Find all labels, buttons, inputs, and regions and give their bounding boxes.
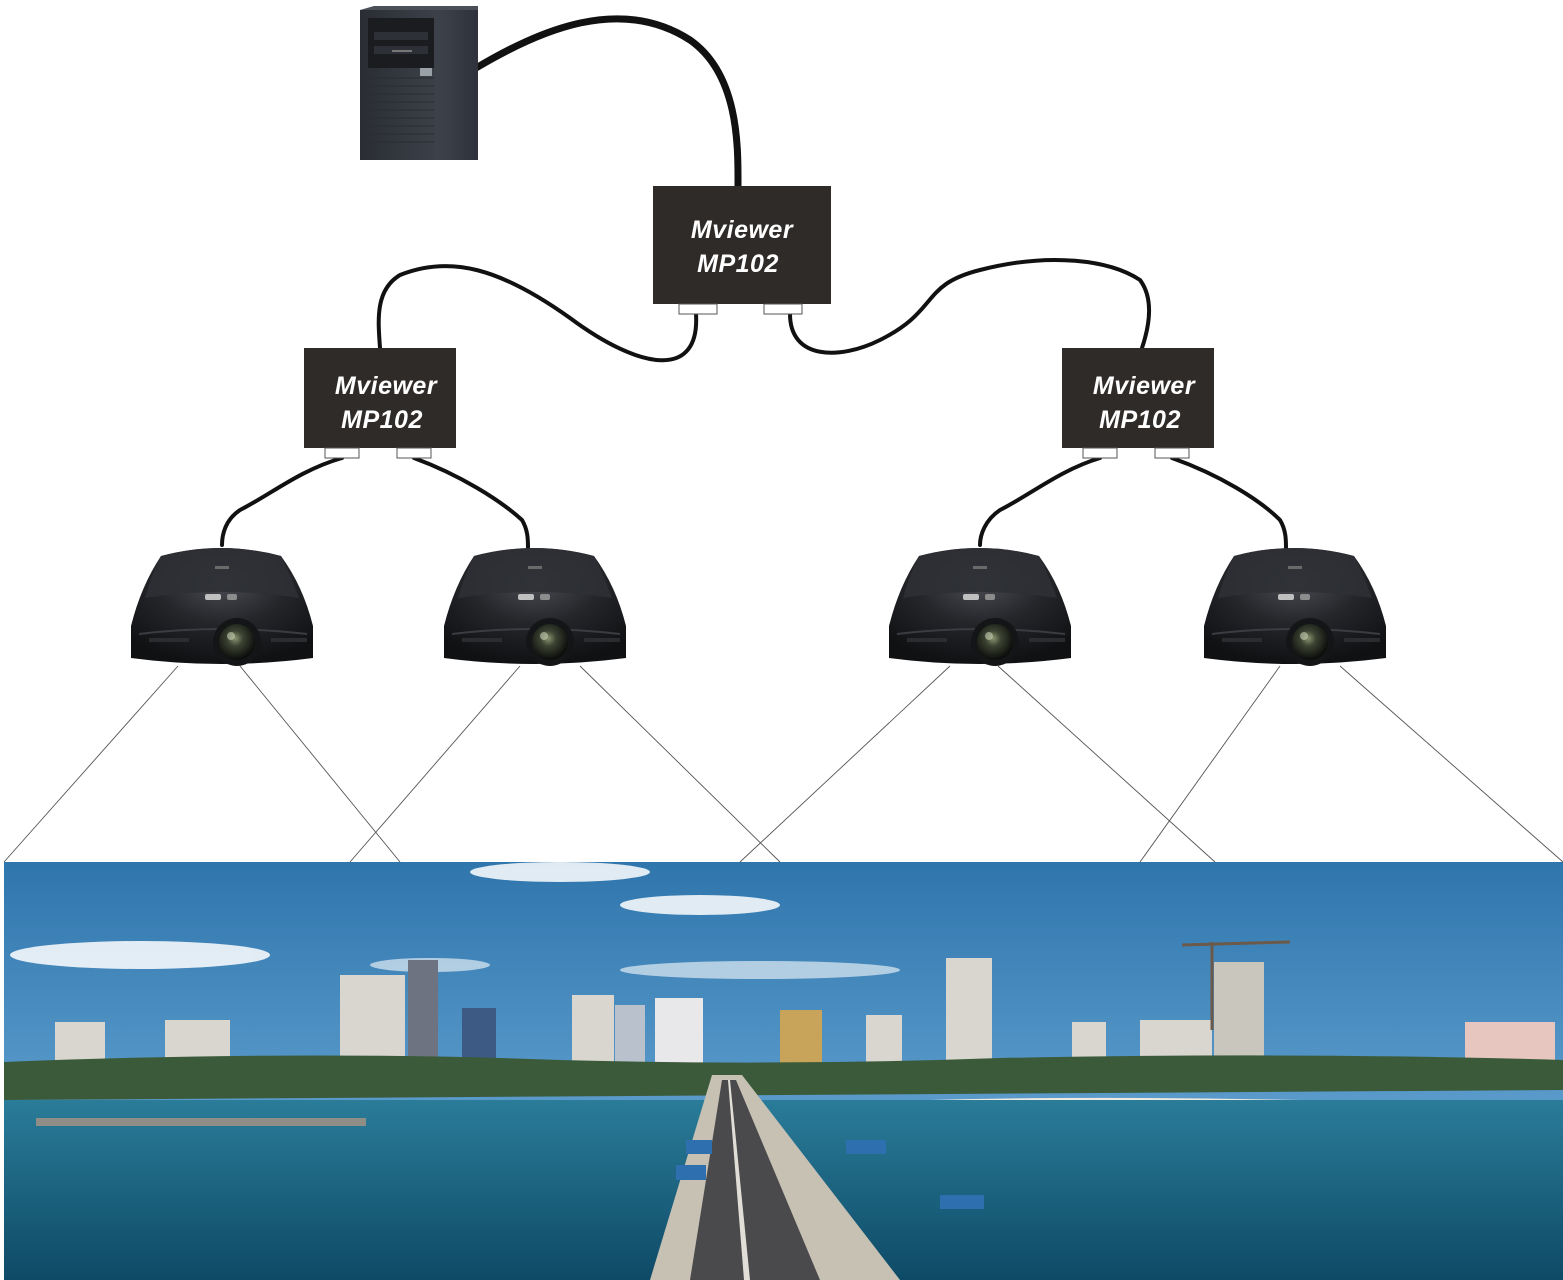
panorama-screen-image [4,862,1563,1280]
cables [220,15,1288,550]
cable-pc-to-top-splitter [472,15,742,190]
cable-left-splitter-to-projector-1 [220,456,344,547]
projector-icon [443,547,627,667]
projector-icon [888,547,1072,667]
projector-icon [130,547,314,667]
projection-beams [3,665,1563,863]
splitter-right-line1: Mviewer [1093,372,1196,400]
cable-right-splitter-to-projector-3 [978,456,1102,547]
cable-top-to-left-splitter [376,264,699,363]
projector-icon [1203,547,1387,667]
splitter-top-line1: Mviewer [691,216,794,244]
splitter-left-line2: MP102 [341,406,423,434]
cable-top-to-right-splitter [788,257,1151,355]
cable-right-splitter-to-projector-4 [1170,456,1288,550]
cable-left-splitter-to-projector-2 [412,456,530,550]
splitter-top-line2: MP102 [697,250,779,278]
splitter-left: Mviewer MP102 [304,348,456,459]
desktop-tower-icon [360,6,478,160]
splitter-right: Mviewer MP102 [1062,348,1214,459]
splitter-left-line1: Mviewer [335,372,438,400]
splitter-top: Mviewer MP102 [653,186,831,315]
splitter-right-line2: MP102 [1099,406,1181,434]
